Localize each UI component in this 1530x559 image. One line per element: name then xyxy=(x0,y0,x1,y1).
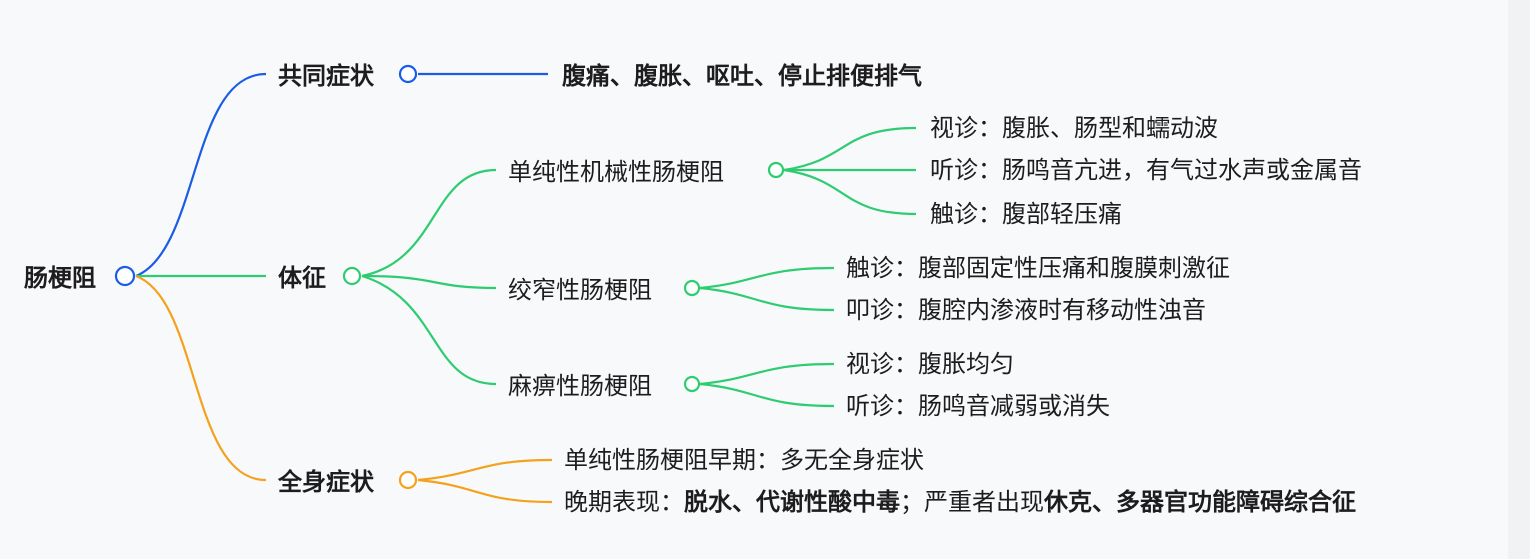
branch-systemic-node-circle[interactable] xyxy=(398,470,418,490)
connector-root-common xyxy=(135,72,267,278)
connector-strangulated-2 xyxy=(699,286,835,312)
connector-signs-paralytic xyxy=(361,274,497,386)
branch-common-label: 共同症状 xyxy=(278,62,374,90)
sub-strangulated-node-circle[interactable] xyxy=(683,279,701,297)
systemic-late-prefix: 晚期表现： xyxy=(564,488,684,516)
branch-signs-label: 体征 xyxy=(278,264,326,292)
paralytic-leaf-auscultation: 听诊：肠鸣音减弱或消失 xyxy=(846,392,1110,420)
connector-paralytic-2 xyxy=(699,382,835,408)
connector-simple-3 xyxy=(783,168,917,216)
systemic-late-mid: ；严重者出现 xyxy=(900,488,1044,516)
root-label: 肠梗阻 xyxy=(24,264,96,292)
systemic-leaf-early: 单纯性肠梗阻早期：多无全身症状 xyxy=(564,446,924,474)
common-symptoms-leaf: 腹痛、腹胀、呕吐、停止排便排气 xyxy=(562,62,922,90)
connector-root-systemic xyxy=(135,274,267,482)
branch-systemic-label: 全身症状 xyxy=(278,468,374,496)
systemic-late-emph1: 脱水、代谢性酸中毒 xyxy=(684,488,900,516)
sub-simple-node-circle[interactable] xyxy=(767,161,785,179)
sub-strangulated-label: 绞窄性肠梗阻 xyxy=(508,276,652,304)
connector-simple-1 xyxy=(783,126,917,172)
strangulated-leaf-palpation: 触诊：腹部固定性压痛和腹膜刺激征 xyxy=(846,254,1230,282)
root-node-circle[interactable] xyxy=(114,265,136,287)
connector-signs-strangulated xyxy=(361,274,497,290)
branch-common-node-circle[interactable] xyxy=(398,64,418,84)
sub-simple-label: 单纯性机械性肠梗阻 xyxy=(508,158,724,186)
sub-paralytic-node-circle[interactable] xyxy=(683,375,701,393)
systemic-leaf-late: 晚期表现：脱水、代谢性酸中毒；严重者出现休克、多器官功能障碍综合征 xyxy=(564,490,1356,514)
connector-systemic-1 xyxy=(417,458,553,482)
sub-paralytic-label: 麻痹性肠梗阻 xyxy=(508,372,652,400)
connector-systemic-2 xyxy=(417,478,553,504)
simple-leaf-inspection: 视诊：腹胀、肠型和蠕动波 xyxy=(930,114,1218,142)
simple-leaf-palpation: 触诊：腹部轻压痛 xyxy=(930,200,1122,228)
strangulated-leaf-percussion: 叩诊：腹腔内渗液时有移动性浊音 xyxy=(846,296,1206,324)
connector-strangulated-1 xyxy=(699,266,835,290)
connector-paralytic-1 xyxy=(699,362,835,386)
right-edge-strip xyxy=(1508,0,1530,559)
paralytic-leaf-inspection: 视诊：腹胀均匀 xyxy=(846,350,1014,378)
connector-signs-simple xyxy=(361,168,497,278)
branch-signs-node-circle[interactable] xyxy=(342,266,362,286)
simple-leaf-auscultation: 听诊：肠鸣音亢进，有气过水声或金属音 xyxy=(930,156,1362,184)
systemic-late-emph2: 休克、多器官功能障碍综合征 xyxy=(1044,488,1356,516)
